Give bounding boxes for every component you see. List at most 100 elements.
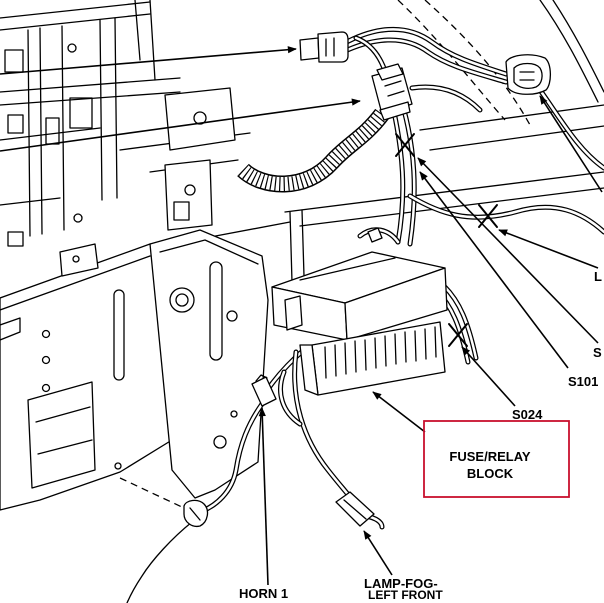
bolt [175,293,189,307]
cowl-line [419,104,604,131]
mount-bracket-window [173,201,190,221]
bracket-edge [149,0,156,81]
hidden-wire-path [119,477,185,509]
leader-s024 [461,346,516,407]
connector-detail [189,507,201,521]
cowl-line [299,187,604,227]
leader-l [498,229,599,269]
wire [410,85,482,112]
wire [358,228,400,244]
connector-clip [255,374,268,382]
bracket-post [99,19,103,201]
bracket-beam [0,197,61,206]
leader-s [417,157,599,344]
wire [341,28,508,76]
upper-connector [299,31,349,63]
fuse-relay-block-label-line1: FUSE/RELAY [449,449,530,464]
labels: FUSE/RELAY BLOCK S024 S101 L S HORN 1 LA… [239,269,602,602]
middle-bracket-edge [159,239,259,265]
fog-lamp-connector [335,491,375,527]
wire [442,284,478,360]
fuse-relay-block [271,227,448,396]
bracket-hole [67,43,77,53]
hidden-wire-path [397,0,506,121]
leader-horn [258,407,269,586]
plate-step-line [35,406,91,423]
middle-bracket-slot [209,261,223,361]
hidden-lines [119,0,604,509]
body-contour [552,0,604,93]
bracket-window [7,114,24,134]
bracket-window [7,231,24,247]
plate-step-line [37,439,93,455]
center-connector [371,63,413,121]
plate-step [27,381,96,489]
cowl-crossmember [119,87,604,283]
edge-label-s: S [593,345,602,360]
connector-body [183,499,209,528]
corrugated-loom [237,108,389,193]
wire [198,402,264,514]
lower-left-plate [0,243,173,511]
bracket-window [69,97,93,129]
leader-fuse-relay-block [372,391,426,433]
bolt-ring [169,287,195,313]
s024-label: S024 [512,407,543,422]
mount-bracket-hole [184,184,196,196]
fuse-relay-block-highlight-box [423,420,570,498]
bracket-hole [114,462,122,470]
bracket-beam [0,77,181,93]
block-wire-entry [367,227,383,243]
splice-mark-s101 [395,133,415,157]
panel-post [289,211,293,283]
plate-hole [41,383,51,393]
plate-slot [113,289,125,381]
leader-s101 [419,171,569,369]
bracket-post [114,17,118,199]
bracket-hole [226,310,238,322]
cowl-line [284,171,604,213]
fuse-relay-block-label-line2: BLOCK [467,466,514,481]
bracket-post [61,25,65,231]
block-side-face [344,267,448,341]
connector-detail [343,499,367,520]
connector-cap [376,63,404,81]
upper-left-bracket [0,0,181,247]
connector-detail [325,37,335,57]
splice-marks [395,133,498,347]
body-contour [539,0,599,103]
bracket-hole [230,410,238,418]
bracket-edge [0,13,151,31]
bracket-window [4,49,24,73]
bracket-edge [134,0,141,61]
bracket-hole [73,213,83,223]
hidden-wire-path [424,0,531,126]
connector-body [251,376,277,407]
wire [441,283,479,361]
leader-lamp-fog [363,530,393,576]
plate-edge [0,255,151,311]
splice-mark-s024 [448,323,468,347]
connector-detail [384,80,405,97]
connector-face [513,62,543,89]
wire [392,110,405,244]
right-connector [505,54,552,95]
connector-detail [519,71,535,81]
lower-connector [183,499,209,528]
wire [126,521,193,603]
lamp-fog-label-line1: LAMP-FOG- [364,576,438,591]
wire [402,108,416,246]
bracket-edge [0,1,151,19]
horn-connector [251,374,277,407]
lamp-fog-label-line2: LEFT FRONT [368,588,443,602]
bracket-hole [213,435,227,449]
leader-center-connector [0,98,361,152]
wire [408,194,604,234]
plate-hole [41,355,51,365]
connectors [183,31,552,528]
bracket-window [45,117,60,145]
connector-body [299,37,320,61]
block-top-seam [299,257,396,281]
middle-bracket-body [149,229,269,499]
leader-lines [0,46,603,586]
